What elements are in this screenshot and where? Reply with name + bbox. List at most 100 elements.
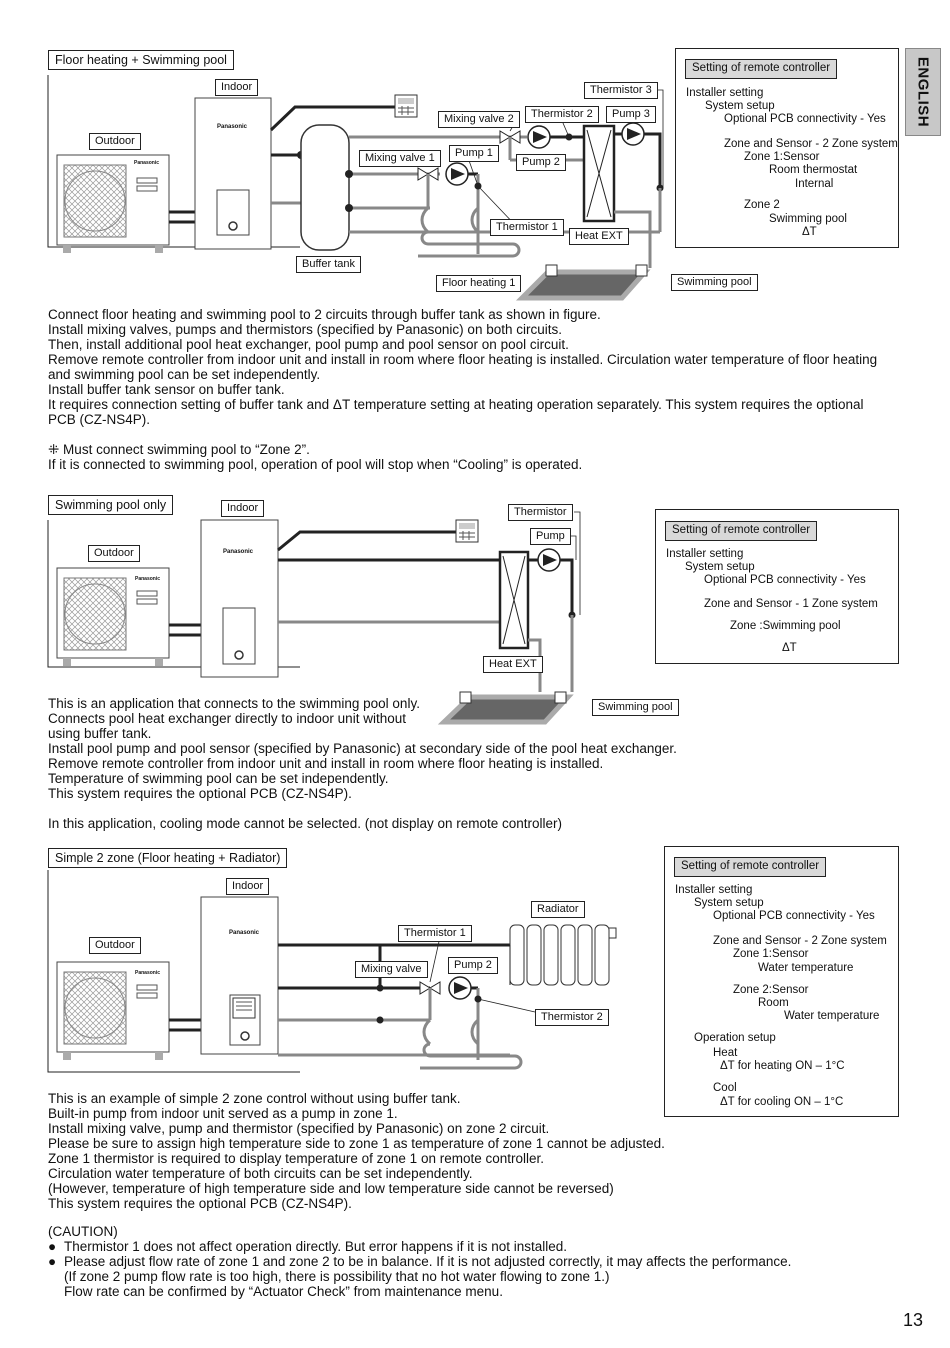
text-line: Install buffer tank sensor on buffer tan… (48, 382, 285, 397)
settings-header: Setting of remote controller (674, 857, 827, 877)
setting-line: Optional PCB connectivity - Yes (713, 910, 875, 922)
setting-line: Cool (713, 1082, 737, 1094)
setting-line: Internal (795, 178, 834, 190)
text-line: If it is connected to swimming pool, ope… (48, 457, 583, 472)
setting-line: Room (758, 997, 789, 1009)
outdoor-brand-logo: Panasonic (135, 576, 161, 582)
text-line: Please be sure to assign high temperatur… (48, 1136, 665, 1151)
setting-line: Zone 2 (744, 199, 780, 211)
radiator-icon (509, 924, 617, 986)
thermistor-3-label: Thermistor 3 (584, 82, 658, 99)
pump-3-label: Pump 3 (606, 106, 656, 123)
setting-line: Optional PCB connectivity - Yes (704, 574, 866, 586)
caution-continuation: Flow rate can be confirmed by “Actuator … (64, 1284, 503, 1299)
setting-line: ΔT (802, 226, 817, 238)
text-line: Temperature of swimming pool can be set … (48, 771, 389, 786)
thermistor-1-label: Thermistor 1 (398, 925, 472, 942)
text-line: and swimming pool can be set independent… (48, 367, 321, 382)
blank-line (48, 427, 877, 442)
floor-heating-loop (418, 230, 521, 258)
swimming-pool-icon (437, 694, 574, 725)
indoor-brand-logo: Panasonic (217, 124, 248, 130)
mixing-valve-2-label: Mixing valve 2 (438, 111, 520, 128)
indoor-label: Indoor (226, 878, 270, 895)
setting-line: Water temperature (758, 962, 854, 974)
text-line: This is an example of simple 2 zone cont… (48, 1091, 461, 1106)
swimming-pool-label: Swimming pool (592, 699, 679, 716)
swimming-pool-label: Swimming pool (671, 274, 758, 291)
section-1-title: Floor heating + Swimming pool (48, 50, 234, 70)
setting-line: Zone and Sensor - 1 Zone system (704, 598, 878, 610)
settings-header: Setting of remote controller (685, 59, 838, 79)
outdoor-label: Outdoor (88, 545, 140, 562)
text-line: Built-in pump from indoor unit served as… (48, 1106, 398, 1121)
setting-line: Zone and Sensor - 2 Zone system (713, 935, 887, 947)
setting-line: Operation setup (694, 1032, 776, 1044)
section-3-title: Simple 2 zone (Floor heating + Radiator) (48, 848, 288, 868)
pump-2-label: Pump 2 (516, 154, 566, 171)
settings-box-1: Setting of remote controller Installer s… (675, 48, 899, 248)
outdoor-label: Outdoor (89, 133, 141, 150)
indoor-label: Indoor (215, 79, 259, 96)
text-line: using buffer tank. (48, 726, 152, 741)
thermistor-2-label: Thermistor 2 (535, 1009, 609, 1026)
setting-line: Zone 1:Sensor (733, 948, 809, 960)
diagram-simple-2-zone (47, 870, 617, 1073)
caution-item: ● Thermistor 1 does not affect operation… (48, 1239, 791, 1254)
outdoor-brand-logo: Panasonic (135, 970, 161, 976)
indoor-brand-logo: Panasonic (223, 549, 254, 555)
setting-line: System setup (694, 897, 764, 909)
setting-line: Heat (713, 1047, 738, 1059)
radiator-label: Radiator (531, 901, 585, 918)
text-line: Remove remote controller from indoor uni… (48, 756, 604, 771)
caution-block: (CAUTION) ● Thermistor 1 does not affect… (48, 1224, 791, 1299)
thermistor-label: Thermistor (508, 504, 573, 521)
caution-item: ● Please adjust flow rate of zone 1 and … (48, 1254, 791, 1269)
setting-line: Water temperature (784, 1010, 880, 1022)
pump-2-label: Pump 2 (448, 957, 498, 974)
text-line: Then, install additional pool heat excha… (48, 337, 569, 352)
section-1-text: Connect floor heating and swimming pool … (48, 307, 877, 472)
setting-line: Zone :Swimming pool (730, 620, 841, 632)
remote-controller-icon (232, 997, 256, 1019)
buffer-tank-label: Buffer tank (296, 256, 361, 273)
setting-line: ΔT for heating ON – 1°C (720, 1060, 845, 1072)
caution-title: (CAUTION) (48, 1224, 118, 1239)
settings-box-2: Setting of remote controller Installer s… (655, 509, 899, 664)
text-line: Install mixing valves, pumps and thermis… (48, 322, 562, 337)
text-line: It requires connection setting of buffer… (48, 397, 864, 412)
swimming-pool-icon (515, 269, 651, 301)
section-2-text: This is an application that connects to … (48, 696, 677, 831)
pump-1-label: Pump 1 (449, 145, 499, 162)
setting-line: Installer setting (666, 548, 744, 560)
language-tab: ENGLISH (905, 48, 941, 136)
floor-heating-1-label: Floor heating 1 (436, 275, 522, 292)
text-line: In this application, cooling mode cannot… (48, 816, 563, 831)
caution-item-text: Please adjust flow rate of zone 1 and zo… (64, 1254, 792, 1269)
text-line: This system requires the optional PCB (C… (48, 786, 352, 801)
heat-ext-label: Heat EXT (483, 656, 543, 673)
setting-line: Installer setting (686, 87, 764, 99)
setting-line: Zone and Sensor - 2 Zone system (724, 138, 898, 150)
outdoor-brand-logo: Panasonic (134, 160, 160, 166)
diagram-pool-only (47, 511, 581, 725)
blank-line (48, 801, 677, 816)
setting-line: Optional PCB connectivity - Yes (724, 113, 886, 125)
text-line: Connects pool heat exchanger directly to… (48, 711, 406, 726)
bullet-icon: ● (48, 1254, 57, 1269)
thermistor-2-label: Thermistor 2 (525, 106, 599, 123)
thermistor-1-label: Thermistor 1 (490, 219, 564, 236)
bullet-icon: ● (48, 1239, 57, 1254)
text-line: Circulation water temperature of both ci… (48, 1166, 473, 1181)
settings-box-3: Setting of remote controller Installer s… (664, 846, 899, 1117)
heat-ext-label: Heat EXT (569, 228, 629, 245)
mixing-valve-label: Mixing valve (355, 961, 428, 978)
setting-line: System setup (685, 561, 755, 573)
setting-line: Swimming pool (769, 213, 847, 225)
text-line: ⁜ Must connect swimming pool to “Zone 2”… (48, 442, 310, 457)
page-number: 13 (903, 1310, 924, 1330)
setting-line: Zone 2:Sensor (733, 984, 809, 996)
buffer-tank (300, 124, 350, 251)
setting-line: Zone 1:Sensor (744, 151, 820, 163)
setting-line: Installer setting (675, 884, 753, 896)
